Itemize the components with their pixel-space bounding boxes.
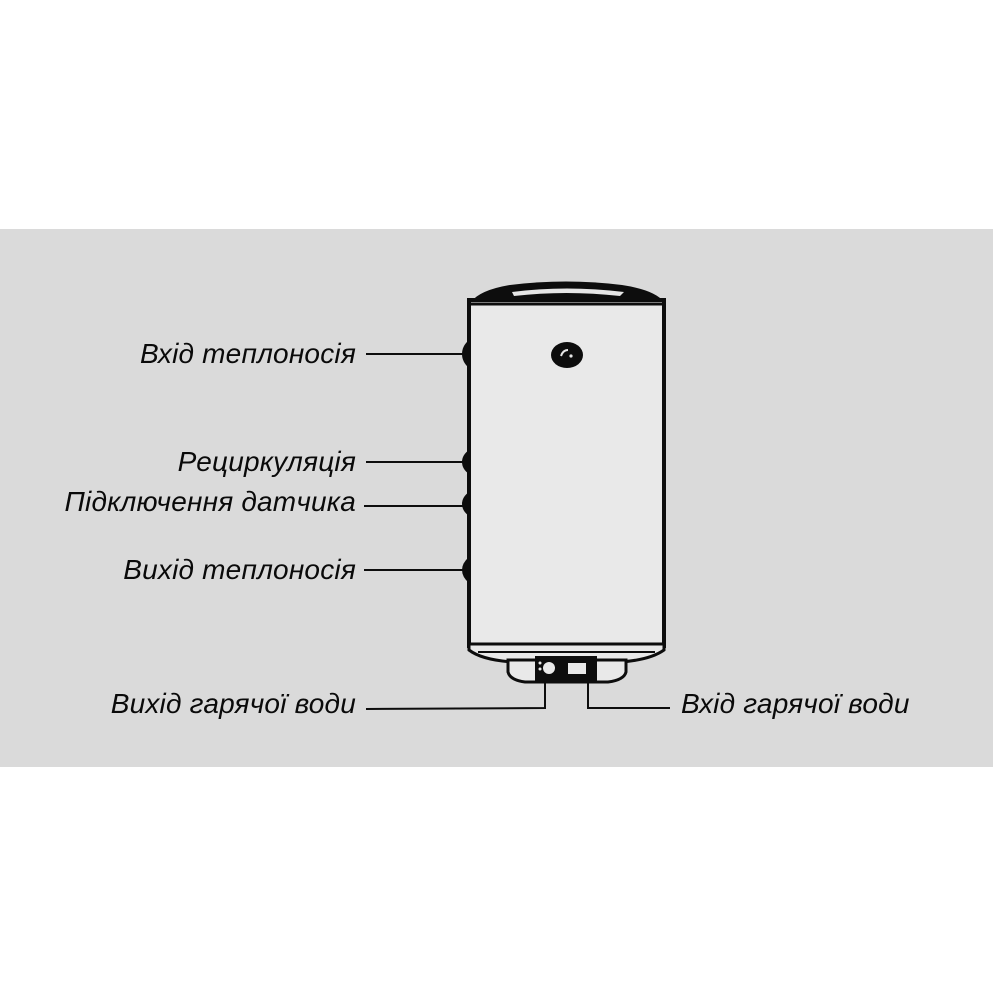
label-sensor-connection: Підключення датчика — [64, 486, 356, 517]
tank-top-cap — [471, 281, 664, 302]
heat-carrier-outlet-connector — [462, 557, 469, 583]
heat-carrier-inlet-connector — [462, 340, 469, 368]
bottom-connection-block — [506, 656, 628, 684]
label-heat-carrier-inlet: Вхід теплоносія — [139, 338, 356, 369]
label-hot-water-outlet: Вихід гарячої води — [110, 688, 356, 719]
label-recirculation: Рециркуляція — [177, 446, 356, 477]
leader-line-hot-water-inlet — [587, 682, 670, 709]
side-connectors — [462, 340, 469, 583]
sensor-connector — [462, 492, 469, 516]
leader-lines — [364, 353, 670, 710]
thermostat-knob — [551, 342, 583, 368]
label-heat-carrier-outlet: Вихід теплоносія — [123, 554, 356, 585]
recirculation-connector — [462, 450, 469, 474]
leader-line-hot-water-outlet — [365, 682, 546, 710]
label-hot-water-inlet: Вхід гарячої води — [681, 688, 910, 719]
